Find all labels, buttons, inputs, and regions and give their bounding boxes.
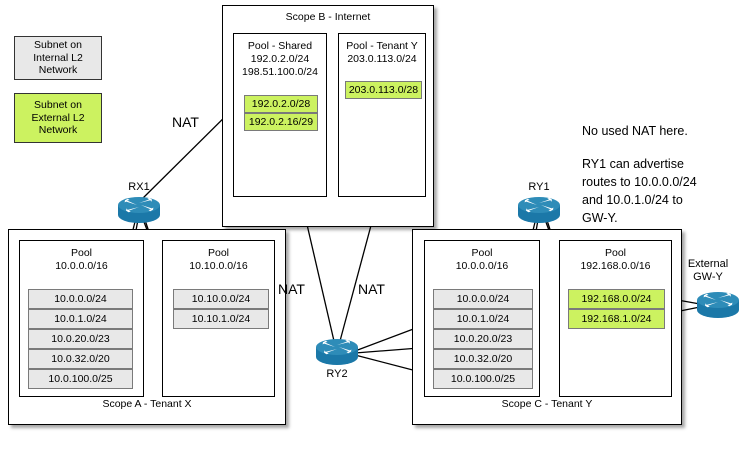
- scope-c-title: Scope C - Tenant Y: [501, 398, 593, 410]
- pool-c-2-header: Pool 192.168.0.0/16: [580, 247, 651, 273]
- subnet-label: 10.0.1.0/24: [54, 313, 107, 325]
- subnet-c1-10-0-32-0-20[interactable]: 10.0.32.0/20: [433, 349, 533, 369]
- subnet-label: 10.0.20.0/23: [51, 333, 110, 345]
- subnet-a1-10-0-100-0-25[interactable]: 10.0.100.0/25: [28, 369, 133, 389]
- subnet-label: 203.0.113.0/28: [348, 84, 419, 96]
- subnet-a2-10-10-1-0-24[interactable]: 10.10.1.0/24: [173, 309, 269, 329]
- scope-a-title: Scope A - Tenant X: [102, 398, 192, 410]
- subnet-a2-10-10-0-0-24[interactable]: 10.10.0.0/24: [173, 289, 269, 309]
- pool-c-1-container: Pool 10.0.0.0/16 10.0.0.0/24 10.0.1.0/24…: [424, 240, 540, 397]
- subnet-c2-192-168-0-0-24[interactable]: 192.168.0.0/24: [568, 289, 665, 309]
- legend-internal-label: Subnet on Internal L2 Network: [33, 38, 83, 77]
- router-rx1-label: RX1: [128, 181, 150, 193]
- subnet-label: 10.0.100.0/25: [450, 373, 516, 385]
- router-gwy-label: External GW-Y: [687, 258, 729, 284]
- router-ry1[interactable]: [517, 196, 561, 224]
- router-ry2-label: RY2: [326, 368, 348, 380]
- subnet-label: 192.0.2.0/28: [251, 98, 311, 110]
- router-rx1[interactable]: [117, 196, 161, 224]
- subnet-label: 10.0.1.0/24: [456, 313, 510, 325]
- pool-a-2-header: Pool 10.10.0.0/16: [189, 247, 248, 273]
- pool-shared-container: Pool - Shared 192.0.2.0/24 198.51.100.0/…: [233, 33, 327, 197]
- scope-c-container: Scope C - Tenant Y Pool 10.0.0.0/16 10.0…: [412, 229, 682, 425]
- router-gwy[interactable]: [696, 291, 740, 319]
- subnet-192-0-2-0-28[interactable]: 192.0.2.0/28: [244, 95, 318, 113]
- subnet-label: 10.0.100.0/25: [48, 373, 113, 385]
- scope-a-container: Scope A - Tenant X Pool 10.0.0.0/16 10.0…: [8, 229, 286, 425]
- pool-a-2-container: Pool 10.10.0.0/16 10.10.0.0/24 10.10.1.0…: [162, 240, 275, 397]
- nat-label-right-ry2: NAT: [358, 281, 385, 297]
- pool-a-1-container: Pool 10.0.0.0/16 10.0.0.0/24 10.0.1.0/24…: [19, 240, 144, 397]
- subnet-a1-10-0-20-0-23[interactable]: 10.0.20.0/23: [28, 329, 133, 349]
- subnet-a1-10-0-32-0-20[interactable]: 10.0.32.0/20: [28, 349, 133, 369]
- subnet-label: 10.0.32.0/20: [51, 353, 110, 365]
- scope-b-container: Scope B - Internet Pool - Shared 192.0.2…: [222, 5, 434, 227]
- nat-label-rx1: NAT: [172, 114, 199, 130]
- subnet-a1-10-0-1-0-24[interactable]: 10.0.1.0/24: [28, 309, 133, 329]
- note-no-nat: No used NAT here.: [582, 124, 688, 138]
- subnet-label: 192.168.1.0/24: [581, 313, 652, 325]
- router-ry1-label: RY1: [528, 181, 550, 193]
- subnet-label: 10.0.0.0/24: [456, 293, 510, 305]
- subnet-label: 192.0.2.16/29: [248, 116, 314, 128]
- legend-external-subnet: Subnet on External L2 Network: [14, 93, 102, 143]
- subnet-c1-10-0-1-0-24[interactable]: 10.0.1.0/24: [433, 309, 533, 329]
- subnet-c2-192-168-1-0-24[interactable]: 192.168.1.0/24: [568, 309, 665, 329]
- subnet-label: 10.10.0.0/24: [191, 293, 251, 305]
- note-ry1-advertise: RY1 can advertise routes to 10.0.0.0/24 …: [582, 157, 697, 226]
- pool-tenant-y-internet-container: Pool - Tenant Y 203.0.113.0/24 203.0.113…: [338, 33, 426, 197]
- nat-label-left-ry2: NAT: [278, 281, 305, 297]
- subnet-label: 10.10.1.0/24: [191, 313, 251, 325]
- scope-b-title: Scope B - Internet: [285, 11, 371, 23]
- subnet-label: 192.168.0.0/24: [581, 293, 652, 305]
- router-ry2[interactable]: [315, 338, 359, 366]
- pool-c-1-header: Pool 10.0.0.0/16: [455, 247, 509, 273]
- subnet-label: 10.0.0.0/24: [54, 293, 107, 305]
- subnet-label: 10.0.32.0/20: [453, 353, 513, 365]
- pool-shared-header: Pool - Shared 192.0.2.0/24 198.51.100.0/…: [242, 40, 318, 79]
- subnet-192-0-2-16-29[interactable]: 192.0.2.16/29: [244, 113, 318, 131]
- subnet-c1-10-0-0-0-24[interactable]: 10.0.0.0/24: [433, 289, 533, 309]
- pool-a-1-header: Pool 10.0.0.0/16: [55, 247, 108, 273]
- subnet-label: 10.0.20.0/23: [453, 333, 513, 345]
- pool-c-2-container: Pool 192.168.0.0/16 192.168.0.0/24 192.1…: [559, 240, 672, 397]
- subnet-203-0-113-0-28[interactable]: 203.0.113.0/28: [345, 81, 422, 99]
- legend-internal-subnet: Subnet on Internal L2 Network: [14, 36, 102, 80]
- subnet-c1-10-0-20-0-23[interactable]: 10.0.20.0/23: [433, 329, 533, 349]
- subnet-c1-10-0-100-0-25[interactable]: 10.0.100.0/25: [433, 369, 533, 389]
- legend-external-label: Subnet on External L2 Network: [31, 98, 85, 137]
- pool-tenant-y-internet-header: Pool - Tenant Y 203.0.113.0/24: [346, 40, 418, 66]
- subnet-a1-10-0-0-0-24[interactable]: 10.0.0.0/24: [28, 289, 133, 309]
